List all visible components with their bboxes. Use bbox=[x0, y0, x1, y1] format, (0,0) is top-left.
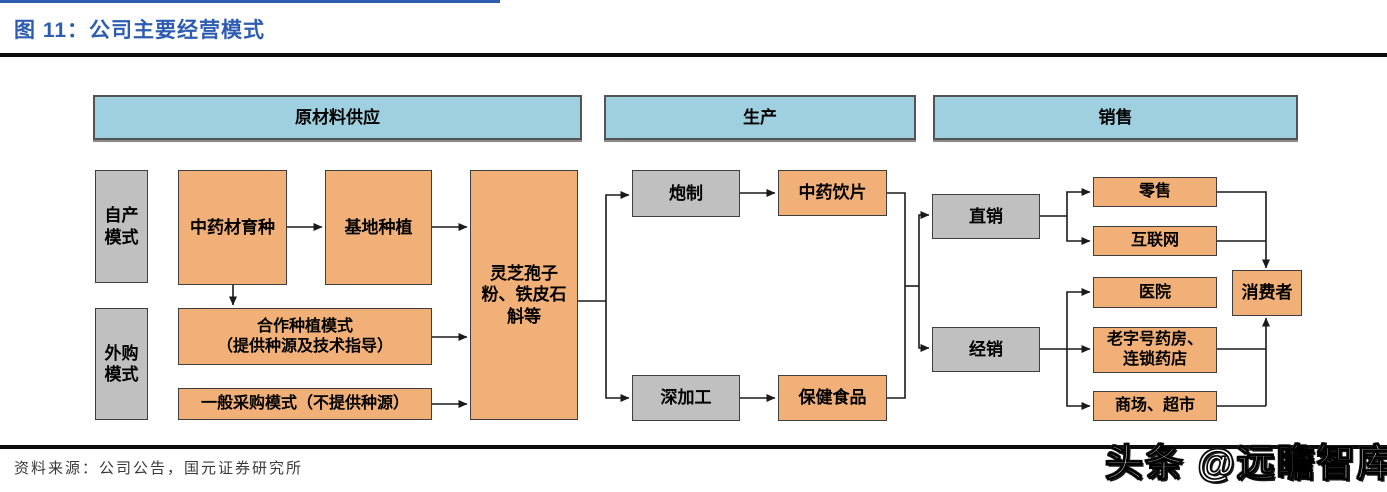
node-distribution: 经销 bbox=[932, 327, 1040, 372]
node-herb-breeding: 中药材育种 bbox=[178, 170, 287, 285]
arrow-distribution-to-supermarket bbox=[1066, 349, 1091, 410]
arrow-products-to-direct-sales bbox=[918, 211, 930, 286]
node-label-line: 灵芝孢子 bbox=[490, 264, 558, 284]
node-label: 经销 bbox=[969, 339, 1003, 359]
node-tcm-decoction-pieces: 中药饮片 bbox=[778, 170, 887, 216]
section-header-label: 原材料供应 bbox=[295, 107, 380, 127]
node-label: 深加工 bbox=[660, 388, 712, 408]
wire-health-food-out bbox=[887, 286, 906, 399]
node-label: 医院 bbox=[1138, 283, 1171, 301]
section-header-label: 销售 bbox=[1098, 107, 1133, 127]
section-header-production: 生产 bbox=[604, 95, 916, 140]
node-internet: 互联网 bbox=[1093, 226, 1217, 256]
node-outsourcing-mode: 外购 模式 bbox=[95, 308, 148, 420]
node-label: 中药饮片 bbox=[798, 183, 867, 203]
node-label: 直销 bbox=[969, 206, 1003, 226]
wire-retail-out bbox=[1217, 191, 1267, 241]
arrow-distribution-to-hospital bbox=[1066, 288, 1091, 349]
node-label: 零售 bbox=[1138, 183, 1171, 200]
node-label: 商场、超市 bbox=[1114, 397, 1195, 414]
figure-title: 图 11：公司主要经营模式 bbox=[14, 19, 266, 42]
title-divider-line bbox=[0, 53, 1387, 57]
node-label-line: 斛等 bbox=[507, 306, 541, 326]
arrow-direct-to-internet bbox=[1066, 216, 1091, 245]
node-base-planting: 基地种植 bbox=[325, 170, 432, 285]
arrow-materials-to-deep-processing bbox=[605, 301, 630, 402]
node-label-line: 老字号药房、 bbox=[1106, 331, 1203, 348]
node-supermarket: 商场、超市 bbox=[1093, 391, 1217, 421]
node-retail: 零售 bbox=[1093, 177, 1217, 207]
arrow-products-to-distribution bbox=[918, 286, 930, 352]
node-label: 中药材育种 bbox=[190, 217, 275, 237]
node-pharmacy-chains: 老字号药房、 连锁药店 bbox=[1093, 327, 1217, 373]
node-label-line: （提供种源及技术指导） bbox=[216, 337, 393, 355]
node-label: 一般采购模式（不提供种源） bbox=[200, 395, 409, 412]
node-self-production-mode: 自产 模式 bbox=[95, 170, 148, 283]
node-cooperative-planting-mode: 合作种植模式 （提供种源及技术指导） bbox=[178, 308, 432, 365]
node-label-line: 外购 bbox=[104, 343, 139, 363]
node-processing: 炮制 bbox=[632, 170, 740, 217]
section-header-sales: 销售 bbox=[933, 95, 1298, 140]
node-direct-sales: 直销 bbox=[932, 194, 1040, 239]
node-label-line: 自产 bbox=[104, 206, 139, 226]
node-general-purchase-mode: 一般采购模式（不提供种源） bbox=[178, 388, 432, 420]
node-hospital: 医院 bbox=[1093, 277, 1217, 308]
footer-divider-line bbox=[0, 445, 1387, 449]
node-consumer: 消费者 bbox=[1232, 270, 1302, 316]
node-raw-materials: 灵芝孢子 粉、铁皮石 斛等 bbox=[470, 170, 578, 420]
node-label-line: 连锁药店 bbox=[1122, 351, 1187, 368]
top-accent-line bbox=[0, 0, 500, 3]
node-label: 保健食品 bbox=[798, 388, 867, 408]
node-label-line: 模式 bbox=[104, 227, 139, 247]
node-label-line: 合作种植模式 bbox=[256, 317, 353, 335]
node-label: 互联网 bbox=[1130, 232, 1179, 249]
node-label-line: 模式 bbox=[104, 365, 139, 384]
source-note: 资料来源：公司公告，国元证券研究所 bbox=[14, 461, 304, 477]
node-deep-processing: 深加工 bbox=[632, 375, 740, 421]
section-header-raw-material-supply: 原材料供应 bbox=[93, 95, 582, 140]
node-label: 消费者 bbox=[1241, 283, 1293, 303]
node-health-food: 保健食品 bbox=[778, 375, 887, 421]
node-label: 基地种植 bbox=[344, 217, 413, 237]
node-label-line: 粉、铁皮石 bbox=[481, 285, 567, 305]
wire-pieces-out bbox=[887, 192, 906, 286]
section-header-label: 生产 bbox=[743, 107, 777, 127]
node-label: 炮制 bbox=[669, 183, 703, 203]
arrow-materials-to-processing bbox=[605, 191, 630, 301]
watermark-text: 头条 @远瞻智库 bbox=[1104, 442, 1387, 485]
arrow-direct-to-retail bbox=[1066, 188, 1091, 216]
